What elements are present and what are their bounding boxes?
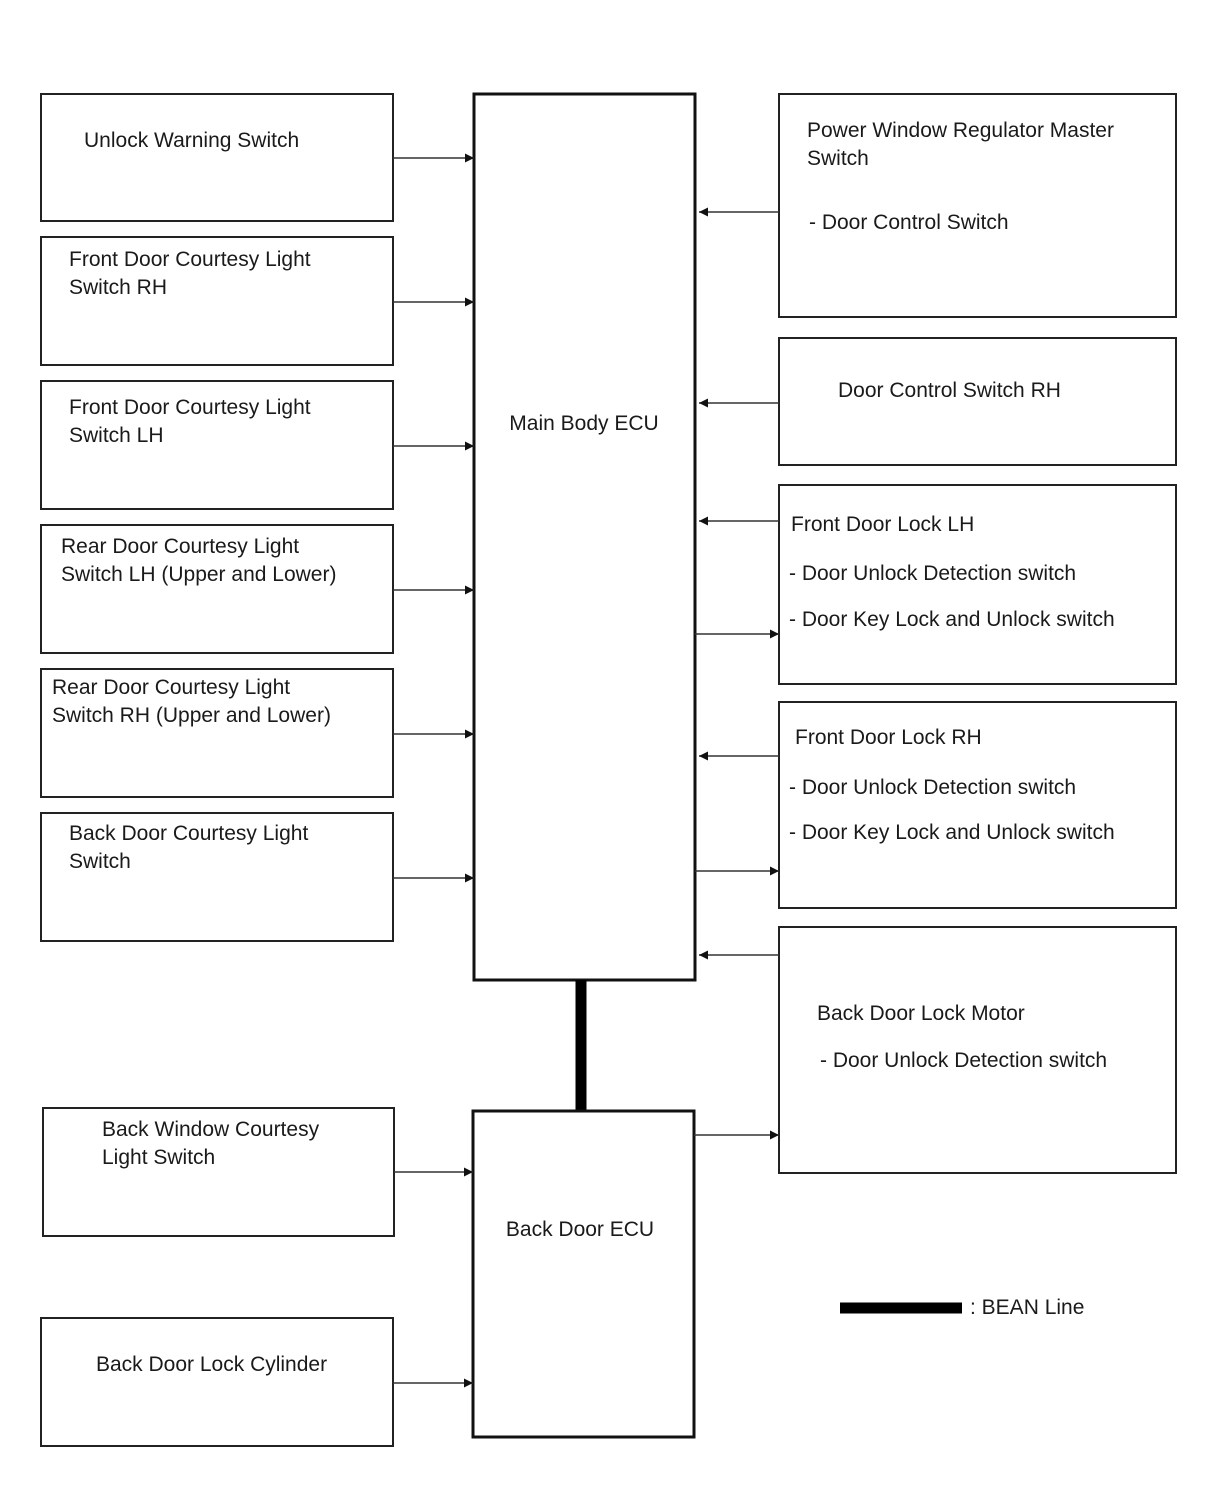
left-input-label: Switch LH (Upper and Lower): [61, 563, 336, 586]
left-input-box: [40, 93, 394, 222]
left-input-box: [40, 524, 394, 654]
left-input-label: Switch: [69, 850, 131, 873]
right-component-label: Power Window Regulator Master: [807, 119, 1114, 142]
right-component-box: [778, 93, 1177, 318]
right-component-label: - Door Key Lock and Unlock switch: [789, 821, 1115, 844]
left-input-front-door-courtesy-lh: Front Door Courtesy Light Switch LH: [40, 380, 474, 510]
left-input-box: [40, 668, 394, 798]
left-input-box: [40, 380, 394, 510]
back-door-ecu-label: Back Door ECU: [506, 1218, 654, 1241]
back-input-box: [40, 1317, 394, 1447]
left-input-box: [40, 812, 394, 942]
back-door-ecu-box: [471, 1109, 696, 1439]
right-component-power-window-master-switch: Power Window Regulator Master Switch - D…: [699, 93, 1177, 318]
left-input-box: [40, 236, 394, 366]
left-input-label: Rear Door Courtesy Light: [52, 676, 290, 699]
left-input-unlock-warning-switch: Unlock Warning Switch: [40, 93, 474, 222]
left-input-label: Switch LH: [69, 424, 164, 447]
back-input-label: Light Switch: [102, 1146, 215, 1169]
left-input-label: Front Door Courtesy Light: [69, 248, 311, 271]
back-input-label: Back Door Lock Cylinder: [96, 1353, 327, 1376]
right-component-box: [778, 484, 1177, 685]
right-component-label: Back Door Lock Motor: [817, 1002, 1025, 1025]
main-body-ecu-box: [472, 92, 697, 982]
legend: : BEAN Line: [840, 1296, 1084, 1319]
left-input-label: Switch RH (Upper and Lower): [52, 704, 331, 727]
left-input-label: Rear Door Courtesy Light: [61, 535, 299, 558]
right-component-label: Front Door Lock LH: [791, 513, 974, 536]
right-component-front-door-lock-lh: Front Door Lock LH - Door Unlock Detecti…: [695, 484, 1177, 685]
back-input-box: [42, 1107, 395, 1237]
right-component-label: - Door Control Switch: [809, 211, 1009, 234]
left-input-label: Back Door Courtesy Light: [69, 822, 308, 845]
right-component-box: [778, 926, 1177, 1174]
main-body-ecu-label: Main Body ECU: [509, 412, 658, 435]
back-input-back-window-courtesy: Back Window Courtesy Light Switch: [42, 1107, 473, 1237]
right-component-label: - Door Key Lock and Unlock switch: [789, 608, 1115, 631]
right-component-label: Front Door Lock RH: [795, 726, 982, 749]
right-component-label: - Door Unlock Detection switch: [820, 1049, 1107, 1072]
right-component-front-door-lock-rh: Front Door Lock RH - Door Unlock Detecti…: [695, 701, 1177, 909]
left-input-rear-door-courtesy-lh: Rear Door Courtesy Light Switch LH (Uppe…: [40, 524, 474, 654]
left-input-front-door-courtesy-rh: Front Door Courtesy Light Switch RH: [40, 236, 474, 366]
right-component-box: [778, 701, 1177, 909]
right-component-back-door-lock-motor: Back Door Lock Motor - Door Unlock Detec…: [694, 926, 1177, 1174]
back-input-label: Back Window Courtesy: [102, 1118, 320, 1141]
right-component-label: Door Control Switch RH: [838, 379, 1061, 402]
right-component-box: [778, 337, 1177, 466]
legend-label: : BEAN Line: [970, 1296, 1084, 1319]
left-input-back-door-courtesy: Back Door Courtesy Light Switch: [40, 812, 474, 942]
back-input-back-door-lock-cylinder: Back Door Lock Cylinder: [40, 1317, 473, 1447]
left-input-rear-door-courtesy-rh: Rear Door Courtesy Light Switch RH (Uppe…: [40, 668, 474, 798]
right-component-door-control-switch-rh: Door Control Switch RH: [699, 337, 1177, 466]
right-component-label: - Door Unlock Detection switch: [789, 776, 1076, 799]
left-input-label: Unlock Warning Switch: [84, 129, 299, 152]
left-input-label: Switch RH: [69, 276, 167, 299]
left-input-label: Front Door Courtesy Light: [69, 396, 311, 419]
right-component-label: Switch: [807, 147, 869, 170]
right-component-label: - Door Unlock Detection switch: [789, 562, 1076, 585]
